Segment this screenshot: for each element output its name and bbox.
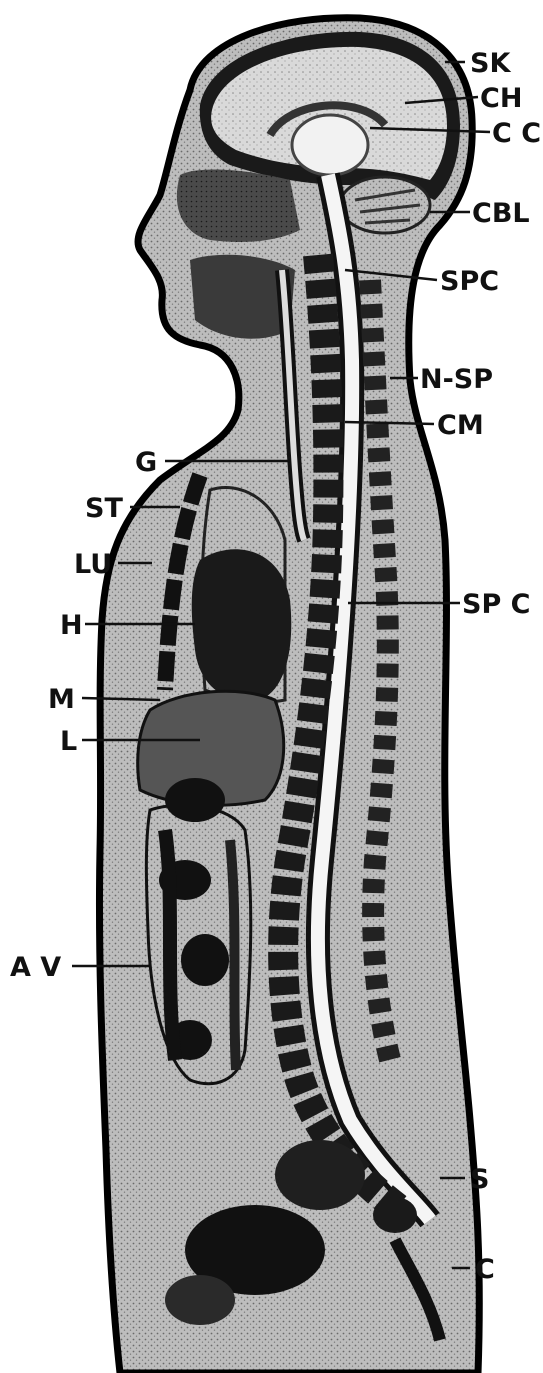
- label-spc-lower: SP C: [462, 589, 530, 620]
- label-cc: C C: [492, 118, 541, 149]
- label-spc-upper: SPC: [440, 266, 499, 297]
- heart: [192, 549, 292, 701]
- label-l: L: [60, 726, 77, 757]
- label-m: M: [48, 684, 75, 715]
- label-ch: CH: [480, 83, 522, 114]
- label-cbl: CBL: [472, 198, 530, 229]
- label-c: C: [475, 1254, 495, 1285]
- label-cm: CM: [437, 410, 484, 441]
- label-n-sp: N-SP: [420, 364, 493, 395]
- label-st: ST: [85, 493, 123, 524]
- label-h: H: [60, 610, 83, 641]
- label-s: S: [470, 1164, 489, 1195]
- label-sk: SK: [470, 48, 511, 79]
- label-g: G: [135, 447, 157, 478]
- cerebellum: [340, 177, 430, 233]
- label-av: A V: [10, 952, 61, 983]
- label-lu: LU: [74, 549, 112, 580]
